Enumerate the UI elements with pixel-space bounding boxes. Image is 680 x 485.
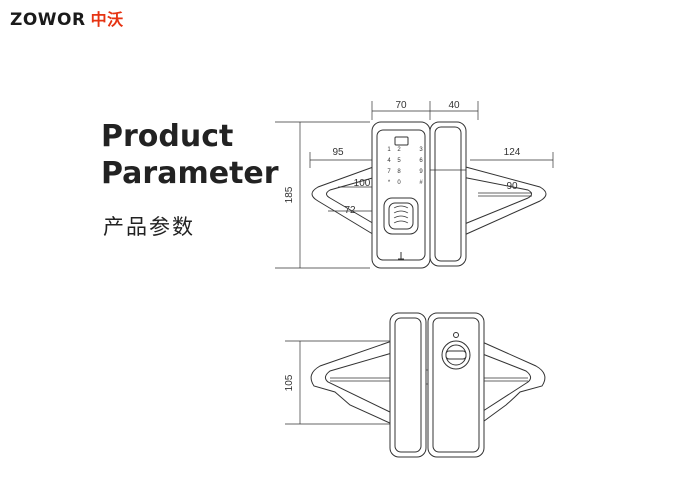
dim-label-right-span: 124 [504, 147, 521, 158]
left-handle [311, 165, 377, 237]
lock-front-body [371, 121, 431, 269]
brand-name-en: ZOWOR [10, 10, 86, 30]
dim-label-front-width: 70 [395, 100, 407, 111]
dim-left-span [309, 152, 372, 168]
rear-view: 105 [284, 312, 546, 458]
rear-right-handle [479, 340, 546, 425]
dim-label-height: 185 [284, 186, 295, 203]
dim-label-left-handle-inner: 72 [344, 205, 356, 216]
dim-label-left-span: 95 [332, 147, 344, 158]
keypad-key: * [388, 180, 391, 186]
right-handle [461, 165, 547, 237]
dim-label-right-handle: 90 [506, 181, 518, 192]
lock-side-body [429, 121, 467, 267]
keypad-key: # [419, 180, 423, 186]
front-view: 70 40 185 95 124 100 72 [275, 100, 554, 269]
keypad-key: 7 [387, 169, 391, 175]
dim-right-span [470, 152, 554, 168]
dim-label-rear-height: 105 [284, 374, 295, 391]
page-title: Product Parameter [101, 118, 279, 192]
title-line-1: Product [101, 119, 234, 154]
keypad-key: 0 [397, 180, 401, 186]
keypad-key: 9 [419, 169, 423, 175]
title-line-2: Parameter [101, 156, 279, 191]
keypad-key: 4 [387, 158, 391, 164]
brand-name-cn: 中沃 [90, 10, 124, 29]
rear-left-body [389, 312, 432, 458]
rear-left-handle [310, 340, 393, 425]
rear-right-body [427, 312, 485, 458]
keypad-key: 6 [419, 158, 423, 164]
dim-rear-height [285, 340, 392, 425]
dim-front-width [371, 101, 479, 120]
dim-height [275, 121, 370, 269]
page-subtitle: 产品参数 [103, 215, 195, 239]
dim-label-left-handle-outer: 100 [354, 178, 371, 189]
keypad-key: 1 [387, 147, 391, 153]
dim-label-side-width: 40 [448, 100, 460, 111]
keypad-key: 8 [397, 169, 401, 175]
keypad-key: 2 [397, 147, 401, 153]
keypad-key: 3 [419, 147, 423, 153]
keypad-key: 5 [397, 158, 401, 164]
thumb-turn-knob [441, 332, 471, 370]
